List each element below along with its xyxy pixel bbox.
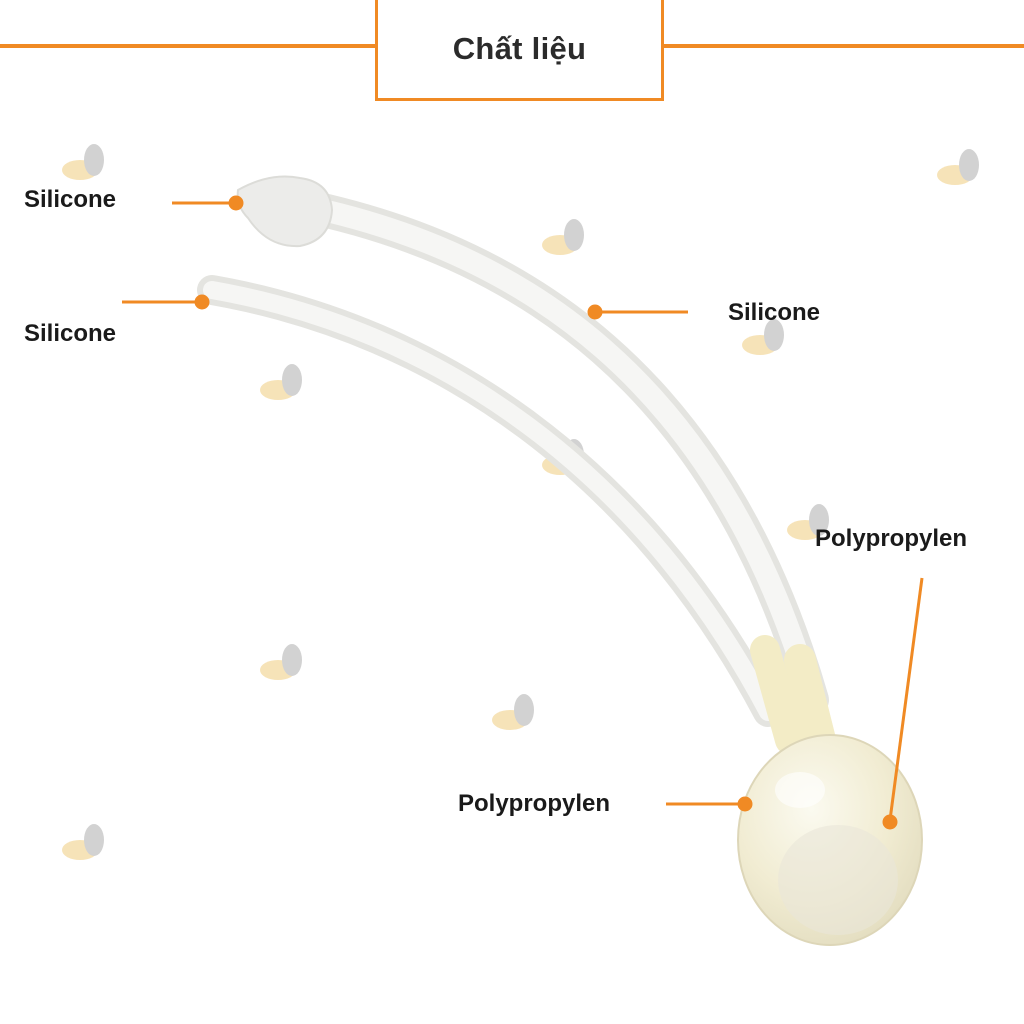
label-silicone-tip: Silicone	[24, 186, 117, 213]
header-line-right	[664, 44, 1024, 48]
silicone-nozzle-tip	[236, 175, 334, 248]
header-box: Chất liệu	[375, 0, 664, 101]
label-polypropylene-bulb-left: Polypropylen	[458, 790, 611, 817]
polypropylene-bulb	[737, 734, 923, 946]
label-silicone-tube-end: Silicone	[24, 320, 117, 347]
leader-lines	[122, 195, 924, 830]
header-line-left	[0, 44, 375, 48]
label-polypropylene-bulb-top: Polypropylen	[815, 525, 968, 552]
page-title: Chất liệu	[452, 31, 587, 66]
label-silicone-tube: Silicone	[728, 299, 821, 326]
